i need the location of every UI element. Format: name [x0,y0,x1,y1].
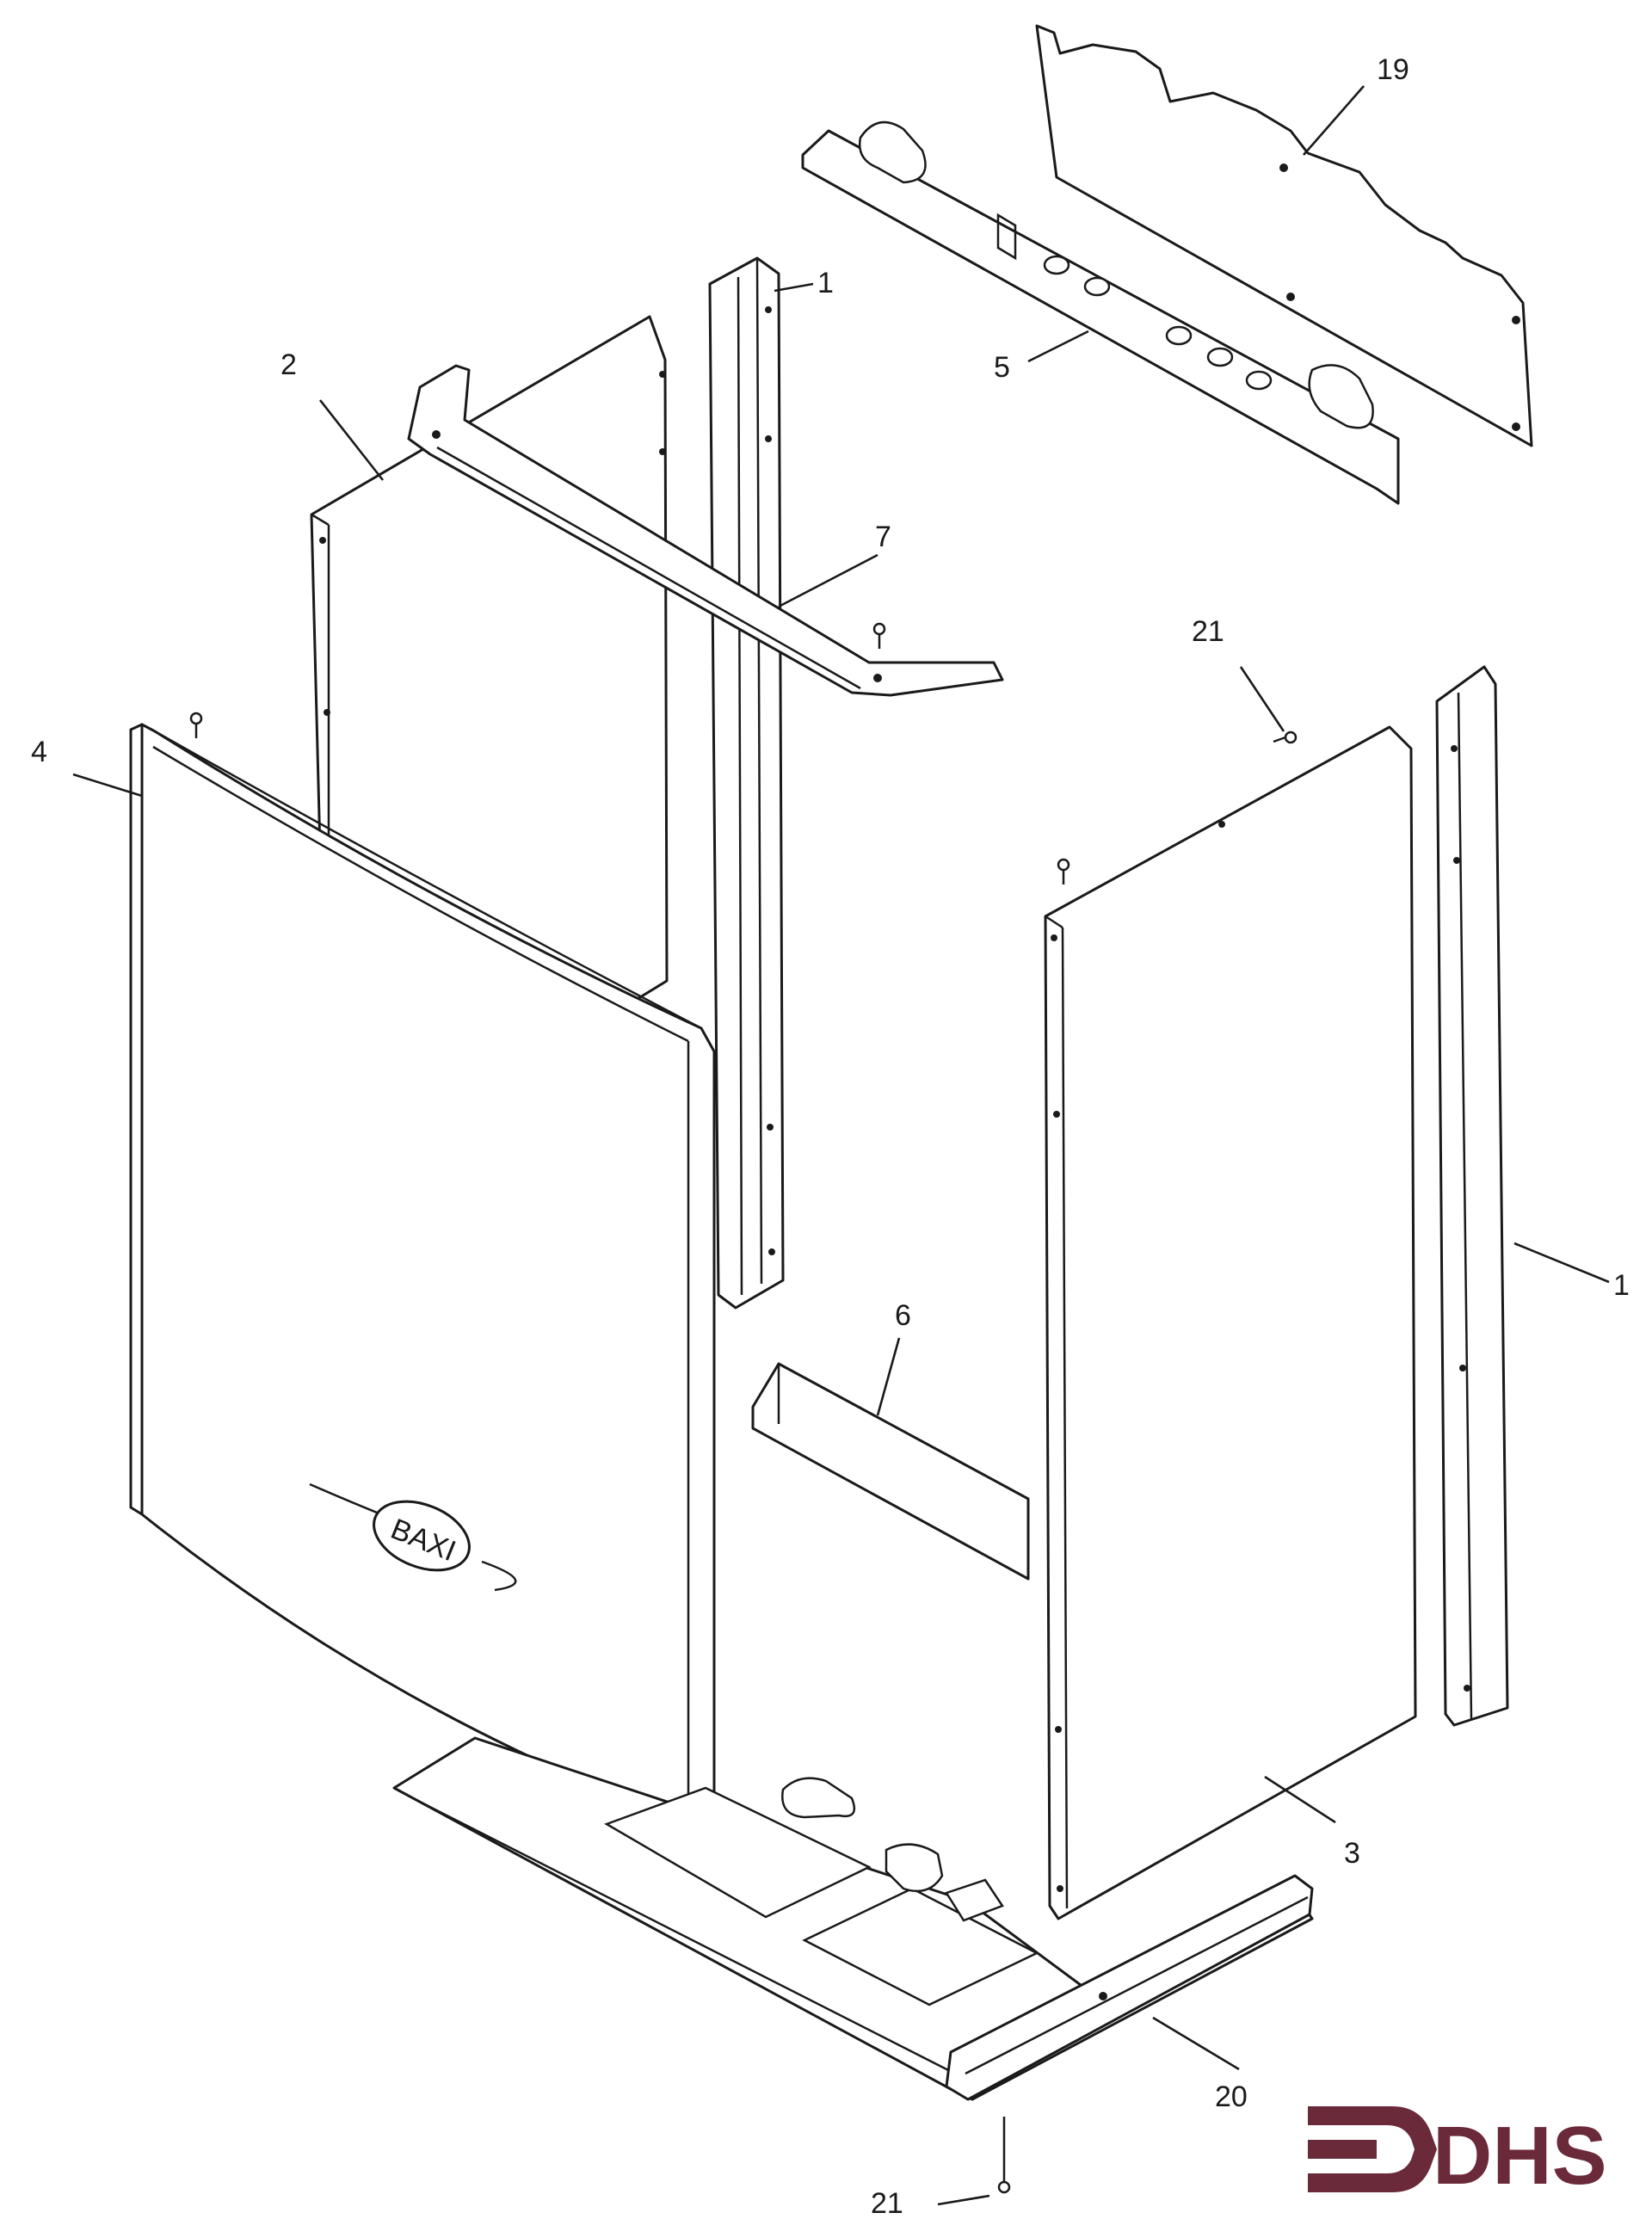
part-19-back-plate [1035,24,1533,447]
part-1-left-rail [708,256,785,1310]
callout-2: 2 [280,348,297,381]
dhs-logo-text: DHS [1433,2110,1607,2202]
dhs-logo: DHS [1308,2106,1607,2202]
callout-1-left: 1 [817,267,834,299]
callout-21-bottom: 21 [871,2187,903,2219]
callout-3: 3 [1344,1837,1360,1870]
callout-1-right: 1 [1613,1269,1630,1302]
callout-21-top: 21 [1192,615,1224,648]
callout-labels: 19 1 5 2 7 21 4 1 6 3 20 21 [31,53,1630,2219]
callout-6: 6 [895,1299,911,1332]
callout-4: 4 [31,736,47,768]
part-1-right-rail [1435,665,1509,1727]
callout-7: 7 [875,521,891,553]
part-7-cross-bar [407,364,1004,697]
callout-19: 19 [1377,53,1409,86]
part-6-mid-bar [751,1362,1030,1581]
part-3-right-side-panel [1044,725,1417,1920]
dhs-logo-arrow-icon [1308,2106,1437,2192]
part-20-bottom-rail [945,1874,1314,2101]
callout-5: 5 [994,351,1010,384]
callout-20: 20 [1215,2080,1248,2113]
part-4-front-panel: BAXI [129,723,716,1824]
screws [189,622,1298,2194]
leader-lines [72,85,1610,2206]
part-5-top-rail [801,120,1400,505]
